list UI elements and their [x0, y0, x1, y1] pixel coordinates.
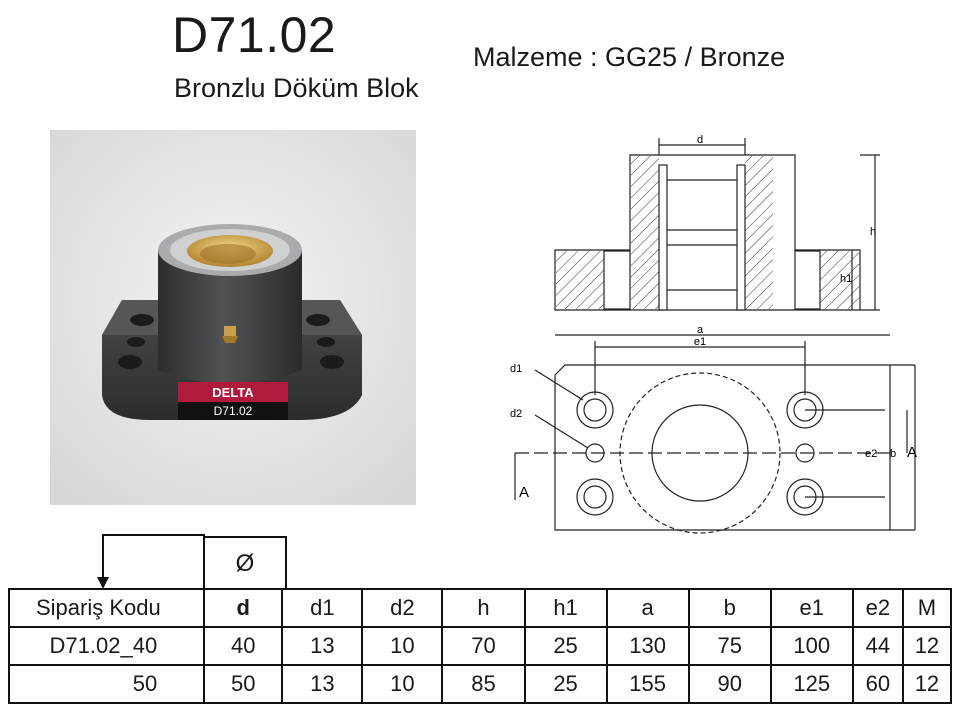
- table-cell: 125: [769, 664, 854, 704]
- top-view-drawing: a e1 d1 d2 e2 b A A: [510, 325, 917, 534]
- table-cell: 13: [281, 664, 364, 704]
- header-cell: e1: [769, 588, 854, 628]
- brand-badge: [178, 382, 288, 402]
- header-cell: Sipariş Kodu: [7, 588, 206, 628]
- badge-brand: DELTA: [212, 385, 254, 400]
- table-cell: D71.02_40: [7, 626, 206, 666]
- table-cell: 60: [851, 664, 904, 704]
- table-row: 50 50 13 10 85 25 155 90 125 60 12: [7, 664, 953, 704]
- table-cell: 40: [203, 626, 284, 666]
- diameter-header: Ø: [203, 536, 287, 590]
- header-cell: d2: [361, 588, 444, 628]
- table-cell: 25: [523, 626, 608, 666]
- order-code-arrow: [97, 534, 205, 589]
- product-photo: DELTA D71.02: [50, 130, 416, 505]
- table-cell: 10: [361, 626, 444, 666]
- label-e2: e2: [865, 448, 877, 460]
- section-marker-right: A: [907, 444, 917, 461]
- label-h: h: [870, 226, 876, 238]
- header-cell: e2: [851, 588, 904, 628]
- table-cell: 12: [901, 626, 953, 666]
- label-d: d: [697, 134, 703, 146]
- header-cell: h: [441, 588, 526, 628]
- table-header-row: Sipariş Kodu d d1 d2 h h1 a b e1 e2 M: [7, 588, 953, 628]
- table-cell: 13: [281, 626, 364, 666]
- table-cell: 85: [441, 664, 526, 704]
- product-subtitle: Bronzlu Döküm Blok: [174, 73, 419, 103]
- table-cell: 155: [605, 664, 690, 704]
- table-cell: 90: [687, 664, 772, 704]
- table-row: D71.02_40 40 13 10 70 25 130 75 100 44 1…: [7, 626, 953, 666]
- header-cell: M: [901, 588, 953, 628]
- table-cell: 44: [851, 626, 904, 666]
- label-b: b: [890, 448, 896, 460]
- table-cell: 50: [7, 664, 206, 704]
- header-cell: a: [605, 588, 690, 628]
- table-cell: 25: [523, 664, 608, 704]
- table-cell: 130: [605, 626, 690, 666]
- table-cell: 100: [769, 626, 854, 666]
- header-cell: d1: [281, 588, 364, 628]
- table-cell: 12: [901, 664, 953, 704]
- header-cell: b: [687, 588, 772, 628]
- label-e1: e1: [694, 336, 706, 348]
- product-title: D71.02: [172, 7, 337, 63]
- table-cell: 70: [441, 626, 526, 666]
- table-cell: 10: [361, 664, 444, 704]
- spec-table: Sipariş Kodu d d1 d2 h h1 a b e1 e2 M D7…: [7, 588, 953, 704]
- badge-code: D71.02: [214, 404, 253, 418]
- header-cell: d: [203, 588, 284, 628]
- label-h1: h1: [840, 273, 852, 285]
- table-cell: 75: [687, 626, 772, 666]
- header-cell: h1: [523, 588, 608, 628]
- section-marker-left: A: [519, 484, 529, 501]
- table-cell: 50: [203, 664, 284, 704]
- label-a: a: [697, 325, 704, 336]
- material-label: Malzeme : GG25 / Bronze: [473, 42, 786, 72]
- side-section-drawing: d h h1: [554, 134, 880, 311]
- label-d1: d1: [510, 363, 522, 375]
- label-d2: d2: [510, 408, 522, 420]
